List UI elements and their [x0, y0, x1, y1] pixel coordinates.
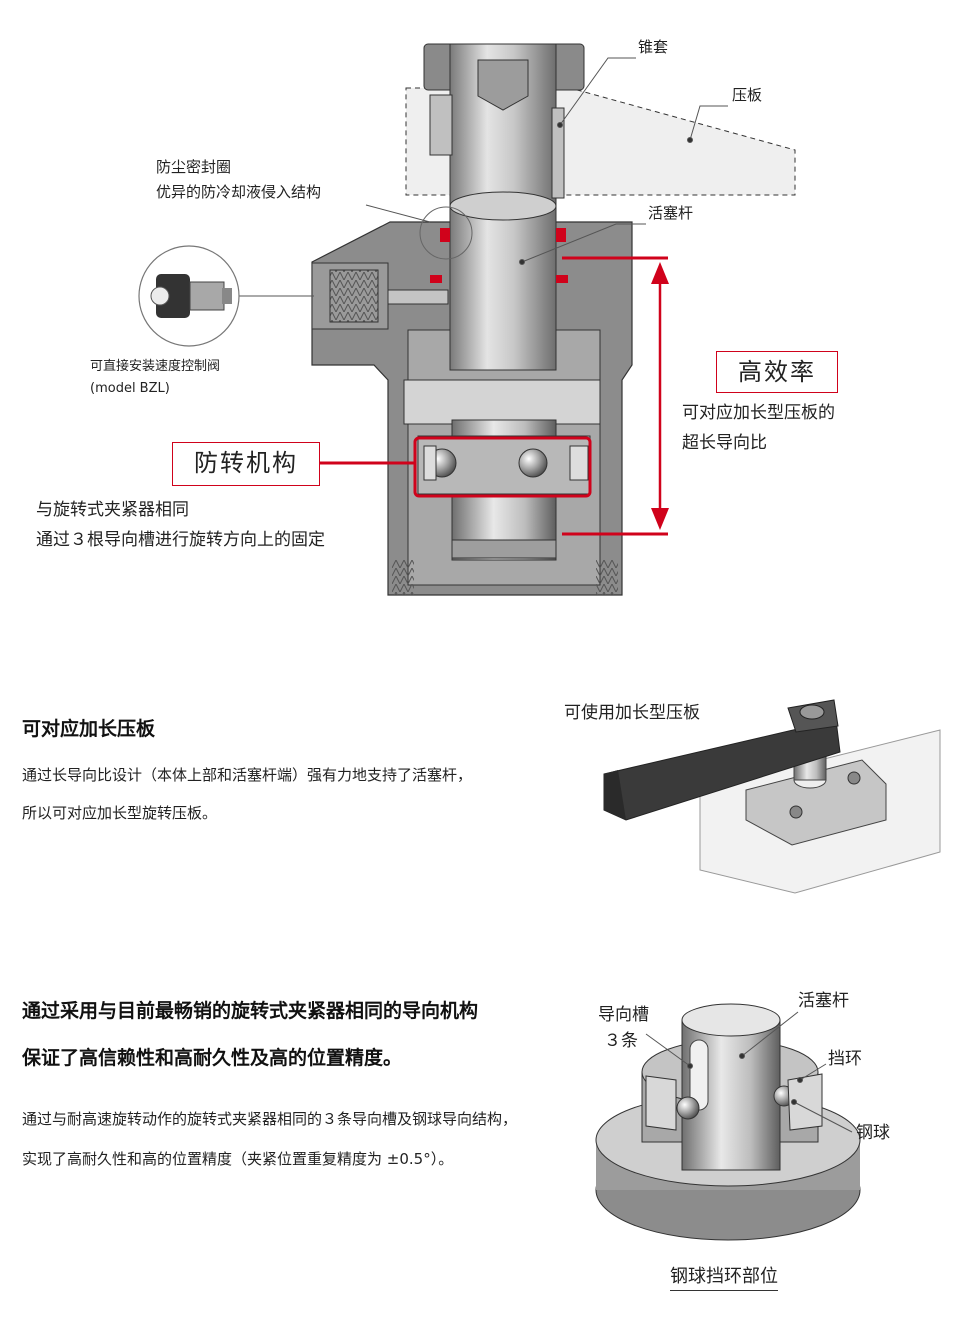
label-high-eff-desc-1: 可对应加长型压板的	[682, 403, 835, 423]
dust-seal-highlight	[419, 206, 473, 260]
label-piston-rod: 活塞杆	[648, 204, 694, 222]
label-anti-rot-desc-1: 与旋转式夹紧器相同	[36, 500, 189, 520]
section1-heading: 可对应加长压板	[22, 718, 156, 740]
section2-para-2: 实现了高耐久性和高的位置精度（夹紧位置重复精度为 ±0.5°）。	[22, 1150, 454, 1168]
label-dust-seal-2: 优异的防冷却液侵入结构	[156, 183, 322, 201]
section1-image-label: 可使用加长型压板	[564, 703, 700, 723]
label-steel-ball: 钢球	[856, 1123, 890, 1143]
high-efficiency-badge: 高效率	[716, 351, 838, 393]
label-anti-rot-desc-2: 通过３根导向槽进行旋转方向上的固定	[36, 530, 325, 550]
label-dust-seal-1: 防尘密封圈	[156, 158, 232, 176]
label-s2-piston-rod: 活塞杆	[798, 991, 849, 1011]
section1-para-1: 通过长导向比设计（本体上部和活塞杆端）强有力地支持了活塞杆，	[22, 766, 473, 784]
section2-heading-1: 通过采用与目前最畅销的旋转式夹紧器相同的导向机构	[22, 1000, 479, 1022]
anti-rotation-box	[413, 436, 592, 498]
label-speed-valve-1: 可直接安装速度控制阀	[90, 359, 221, 374]
label-high-eff-desc-2: 超长导向比	[682, 433, 767, 453]
ball-ring-caption: 钢球挡环部位	[670, 1262, 778, 1291]
section2-heading-2: 保证了高信赖性和高耐久性及高的位置精度。	[22, 1047, 403, 1069]
label-retaining-ring: 挡环	[828, 1049, 862, 1069]
ball-ring-leaders	[645, 1011, 853, 1133]
stroke-arrow	[562, 256, 669, 536]
section2-para-1: 通过与耐高速旋转动作的旋转式夹紧器相同的３条导向槽及钢球导向结构，	[22, 1110, 518, 1128]
anti-rotation-badge: 防转机构	[172, 442, 320, 486]
label-cone-sleeve: 锥套	[638, 38, 669, 56]
section1-para-2: 所以可对应加长型旋转压板。	[22, 804, 218, 822]
label-clamp-plate: 压板	[732, 86, 763, 104]
ball-ring-illustration	[595, 1003, 861, 1241]
label-guide-groove-2: ３条	[604, 1031, 638, 1051]
leader-lines	[235, 57, 728, 297]
red-seals	[430, 228, 568, 283]
valve-photo	[138, 245, 240, 347]
steel-balls	[423, 445, 589, 481]
label-guide-groove-1: 导向槽	[598, 1005, 649, 1025]
long-clamp-illustration	[603, 699, 941, 894]
label-speed-valve-2: (model BZL)	[90, 381, 170, 396]
